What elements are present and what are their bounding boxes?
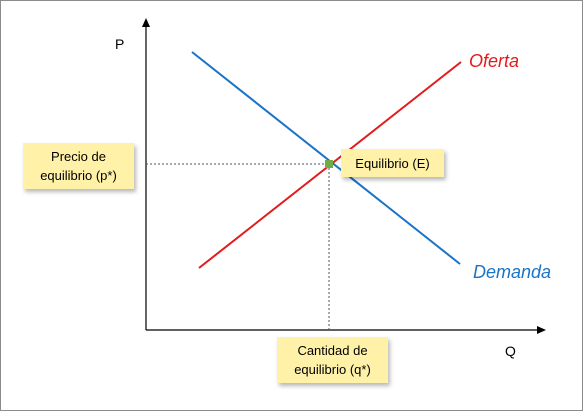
quantity-callout-line2: equilibrio (q*) <box>294 362 371 377</box>
equilibrium-callout-text: Equilibrio (E) <box>355 155 430 171</box>
equilibrium-price-callout: Precio de equilibrio (p*) <box>23 143 134 189</box>
demand-curve <box>191 51 461 265</box>
equilibrium-point <box>325 160 333 168</box>
y-axis-label: P <box>115 36 124 52</box>
supply-label: Oferta <box>469 51 519 71</box>
price-callout-line2: equilibrio (p*) <box>40 168 117 183</box>
equilibrium-quantity-callout: Cantidad de equilibrio (q*) <box>277 337 388 383</box>
equilibrium-callout: Equilibrio (E) <box>341 149 444 177</box>
price-callout-line1: Precio de <box>51 149 106 164</box>
quantity-callout-line1: Cantidad de <box>297 343 368 358</box>
demand-label: Demanda <box>473 262 551 282</box>
x-axis-label: Q <box>505 343 516 359</box>
